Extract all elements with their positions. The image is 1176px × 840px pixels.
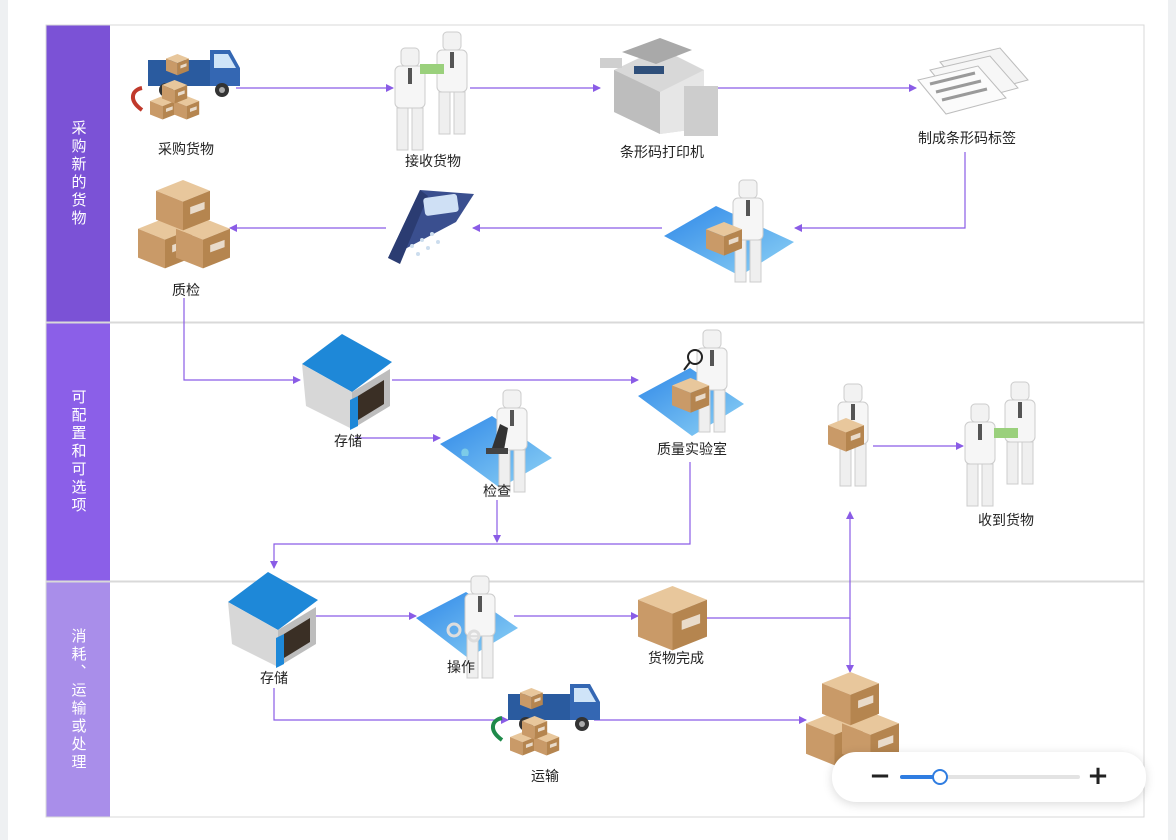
- node-label-lab: 质量实验室: [657, 441, 727, 458]
- truck-icon: [491, 684, 600, 756]
- node-label-operation: 操作: [447, 660, 475, 676]
- lane-label-purchase: 采购新的货物: [46, 25, 110, 322]
- connectors: [183, 84, 966, 724]
- lane-label-options: 可配置和可选项: [46, 323, 110, 581]
- boxes-icon: [138, 180, 230, 269]
- node-label-labels: 制成条形码标签: [918, 130, 1016, 147]
- packing-desk-icon: [664, 179, 794, 283]
- node-label-received: 收到货物: [978, 512, 1034, 529]
- node-label-purchase: 采购货物: [158, 141, 214, 158]
- lane-frames: [45, 24, 1145, 818]
- lane-label-consume: 消耗、运输或处理: [46, 582, 110, 817]
- zoom-slider[interactable]: [900, 769, 1080, 785]
- node-label-transport: 运输: [531, 769, 559, 785]
- node-label-storage1: 存储: [334, 434, 362, 450]
- printer-icon: [600, 38, 718, 136]
- truck-icon: [131, 50, 240, 120]
- lab-desk-icon: [638, 329, 744, 436]
- scanner-icon: [388, 190, 474, 264]
- people-icon: [964, 381, 1036, 507]
- zoom-control: − +: [832, 752, 1146, 802]
- zoom-out-button[interactable]: −: [869, 761, 891, 791]
- node-label-printer: 条形码打印机: [620, 144, 704, 161]
- people-icon: [394, 31, 468, 151]
- zoom-in-button[interactable]: +: [1087, 761, 1109, 791]
- box-icon: [638, 586, 707, 651]
- documents-icon: [917, 47, 1029, 115]
- warehouse-icon: [302, 334, 392, 430]
- node-label-goods-done: 货物完成: [648, 650, 704, 667]
- node-label-receive: 接收货物: [405, 153, 461, 170]
- node-label-check: 检查: [483, 484, 511, 500]
- operation-desk-icon: [416, 575, 518, 679]
- zoom-slider-fill: [900, 775, 940, 779]
- node-label-storage2: 存储: [260, 671, 288, 687]
- person-carrying-box-icon: [828, 383, 869, 487]
- warehouse-icon: [228, 572, 318, 668]
- microscope-icon: [440, 389, 552, 493]
- zoom-slider-handle[interactable]: [931, 769, 948, 785]
- node-label-qc: 质检: [172, 283, 200, 299]
